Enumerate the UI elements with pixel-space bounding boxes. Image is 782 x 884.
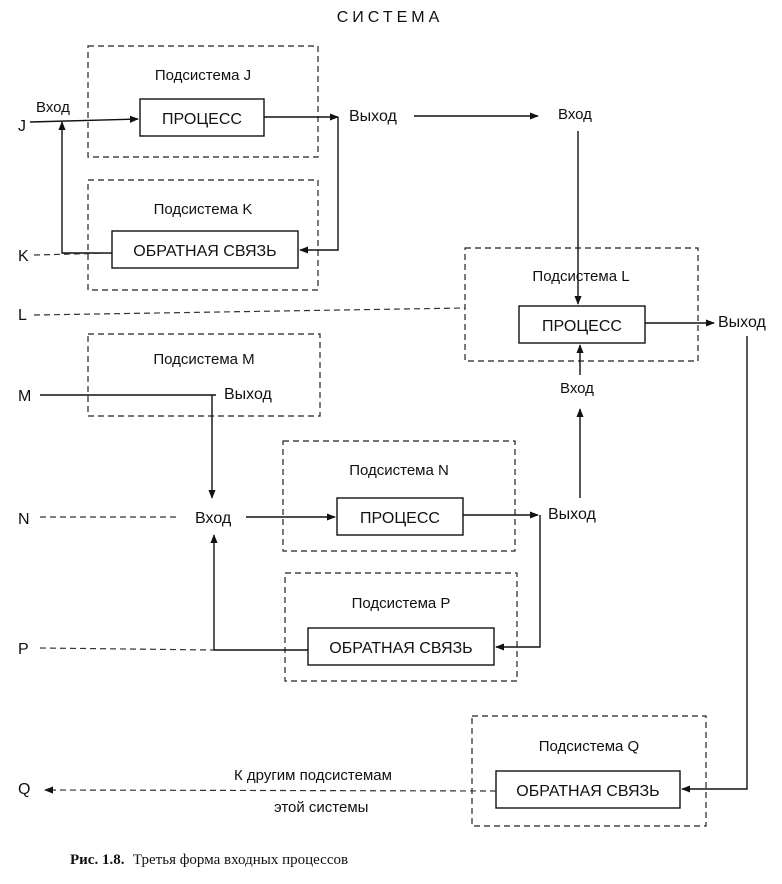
q-note-line2: этой системы (274, 799, 368, 816)
subsystem-j-label: Подсистема J (155, 67, 251, 84)
process-l-text: ПРОЦЕСС (542, 318, 622, 335)
q-feedback-to-other-subsystems (44, 786, 497, 794)
subsystem-m-frame (87, 333, 321, 417)
figure-caption-prefix: Рис. 1.8. (70, 852, 125, 868)
subsystem-k-label: Подсистема K (154, 201, 253, 218)
left-label-m: M (18, 388, 31, 405)
process-j-text: ПРОЦЕСС (162, 111, 242, 128)
k-dashed-input (33, 252, 113, 256)
feedback-k-box (111, 230, 299, 269)
left-label-j: J (18, 118, 26, 135)
j-output-label: Выход (349, 108, 398, 125)
m-output-label: Выход (224, 386, 273, 403)
left-label-n: N (18, 511, 30, 528)
process-l-box (518, 305, 646, 344)
subsystem-j-frame (87, 45, 319, 158)
subsystem-p-label: Подсистема P (352, 595, 451, 612)
figure-caption-text: Третья форма входных процессов (133, 852, 348, 868)
left-label-p: P (18, 641, 29, 658)
n-input-label: Вход (195, 510, 232, 527)
l-output-label: Выход (718, 314, 767, 331)
j-input-line (29, 115, 139, 123)
j-input-label: Вход (36, 99, 70, 116)
p-feedback-to-n-input (210, 534, 308, 651)
left-label-k: K (18, 248, 29, 265)
subsystem-n-label: Подсистема N (349, 462, 449, 479)
l-output-to-q-feedback (681, 336, 748, 793)
l-dashed-input (33, 307, 466, 316)
left-label-l: L (18, 307, 27, 324)
l-input-bottom-label: Вход (560, 380, 594, 397)
l-input-top-label: Вход (558, 106, 592, 123)
feedback-q-box (495, 770, 681, 809)
n-output-label: Выход (548, 506, 597, 523)
q-note-line1: К другим подсистемам (234, 767, 392, 784)
subsystem-m-label: Подсистема M (153, 351, 254, 368)
j-output-to-k-feedback (299, 117, 339, 254)
process-n-box (336, 497, 464, 536)
subsystem-k-frame (87, 179, 319, 291)
subsystem-l-label: Подсистема L (532, 268, 629, 285)
feedback-q-text: ОБРАТНАЯ СВЯЗЬ (516, 783, 659, 800)
subsystem-p-frame (284, 572, 518, 682)
process-n-text: ПРОЦЕСС (360, 510, 440, 527)
feedback-p-box (307, 627, 495, 666)
subsystem-l-frame (464, 247, 699, 362)
n-output-to-p-feedback (495, 515, 541, 651)
feedback-k-text: ОБРАТНАЯ СВЯЗЬ (133, 243, 276, 260)
feedback-p-text: ОБРАТНАЯ СВЯЗЬ (329, 640, 472, 657)
subsystem-q-frame (471, 715, 707, 827)
k-feedback-to-j-input (58, 121, 112, 254)
left-label-q: Q (18, 781, 30, 798)
p-dashed-input (39, 647, 215, 651)
figure-caption: Рис. 1.8. Третья форма входных процессов (70, 851, 348, 868)
process-j-box (139, 98, 265, 137)
subsystem-q-label: Подсистема Q (539, 738, 639, 755)
diagram-title: СИСТЕМА (337, 9, 444, 26)
subsystem-n-frame (282, 440, 516, 552)
